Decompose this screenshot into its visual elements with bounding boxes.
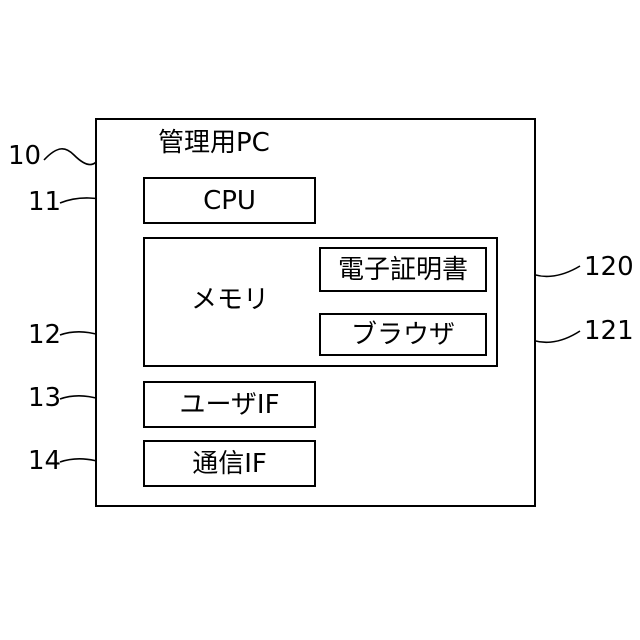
certificate-label: 電子証明書: [319, 247, 487, 292]
ref-browser: 121: [584, 318, 634, 344]
comm-if-label: 通信IF: [143, 440, 316, 487]
pc-title: 管理用PC: [158, 126, 308, 160]
user-if-label: ユーザIF: [143, 381, 316, 428]
browser-label: ブラウザ: [319, 313, 487, 356]
ref-pc: 10: [8, 143, 41, 169]
cpu-label: CPU: [143, 177, 316, 224]
ref-user-if: 13: [28, 385, 61, 411]
ref-memory: 12: [28, 322, 61, 348]
ref-comm-if: 14: [28, 448, 61, 474]
memory-label: メモリ: [175, 283, 285, 317]
ref-cpu: 11: [28, 189, 61, 215]
ref-certificate: 120: [584, 254, 634, 280]
leader-line-10: [44, 149, 96, 165]
